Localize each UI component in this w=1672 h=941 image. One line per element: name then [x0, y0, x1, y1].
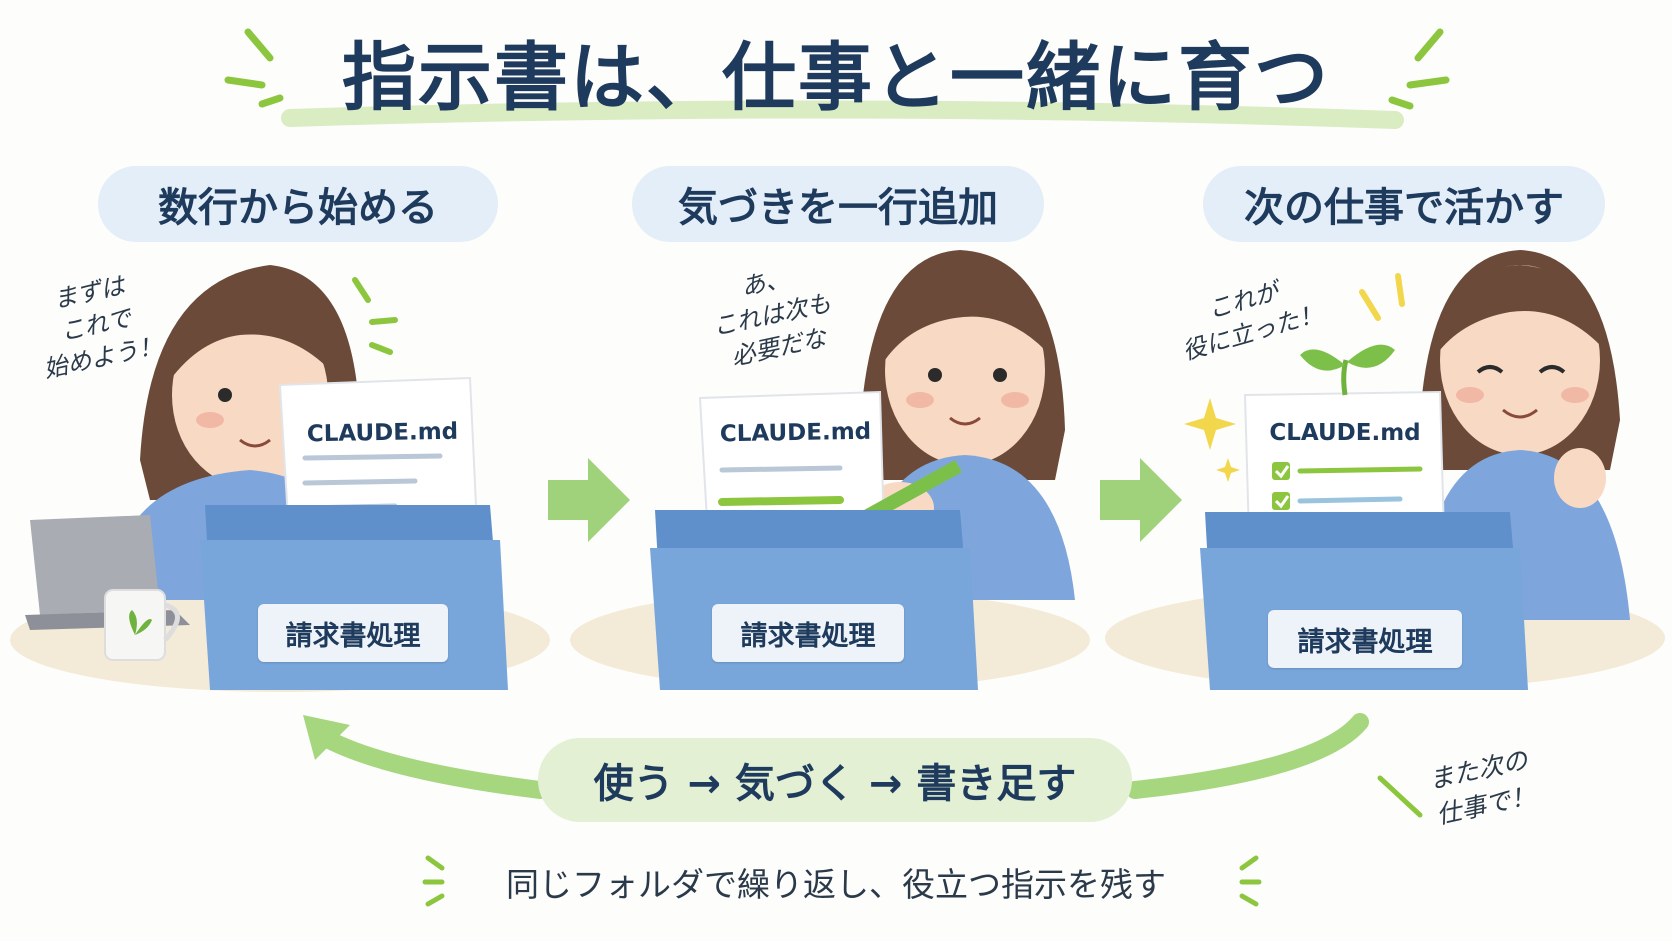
title-underline — [281, 100, 1404, 129]
step3-label: 次の仕事で活かす — [1203, 166, 1605, 242]
sparkle-step3-icon — [1359, 273, 1405, 321]
footer-sparkle-left-icon — [422, 855, 445, 907]
cycle-arrow-right — [1126, 713, 1369, 799]
document-title-step3: CLAUDE.md — [1269, 420, 1421, 446]
sparkle-step1-icon — [352, 277, 398, 355]
note-tick-icon — [1377, 775, 1423, 818]
page-title: 指示書は、仕事と一緒に育つ — [342, 35, 1330, 121]
title-sparkle-left-icon — [224, 28, 284, 108]
footer-caption: 同じフォルダで繰り返し、役立つ指示を残す — [506, 865, 1166, 904]
document-title-step2: CLAUDE.md — [719, 418, 872, 448]
step1-label: 数行から始める — [98, 166, 498, 242]
sprout-icon — [1300, 344, 1395, 396]
arrow-right-icon — [548, 458, 630, 542]
sparkle-star-icon — [1184, 398, 1240, 482]
person-step3 — [1420, 250, 1630, 620]
folder-label-step3: 請求書処理 — [1268, 610, 1462, 668]
cycle-pill: 使う → 気づく → 書き足す — [538, 738, 1132, 822]
arrow-right-icon — [1100, 458, 1182, 542]
cycle-arrow-left — [311, 726, 549, 799]
mug-icon — [104, 589, 180, 661]
folder-label-step1: 請求書処理 — [258, 604, 448, 662]
checkbox-icon — [1272, 492, 1290, 510]
footer-sparkle-right-icon — [1239, 855, 1262, 907]
document-title-step1: CLAUDE.md — [306, 418, 459, 448]
step2-label: 気づきを一行追加 — [632, 166, 1044, 242]
folder-step1 — [200, 505, 508, 690]
folder-label-step2: 請求書処理 — [712, 604, 904, 662]
folder-step2 — [650, 510, 978, 690]
title-sparkle-right-icon — [1388, 28, 1450, 110]
cycle-arrowhead-icon — [303, 715, 350, 760]
checkbox-icon — [1272, 462, 1290, 480]
